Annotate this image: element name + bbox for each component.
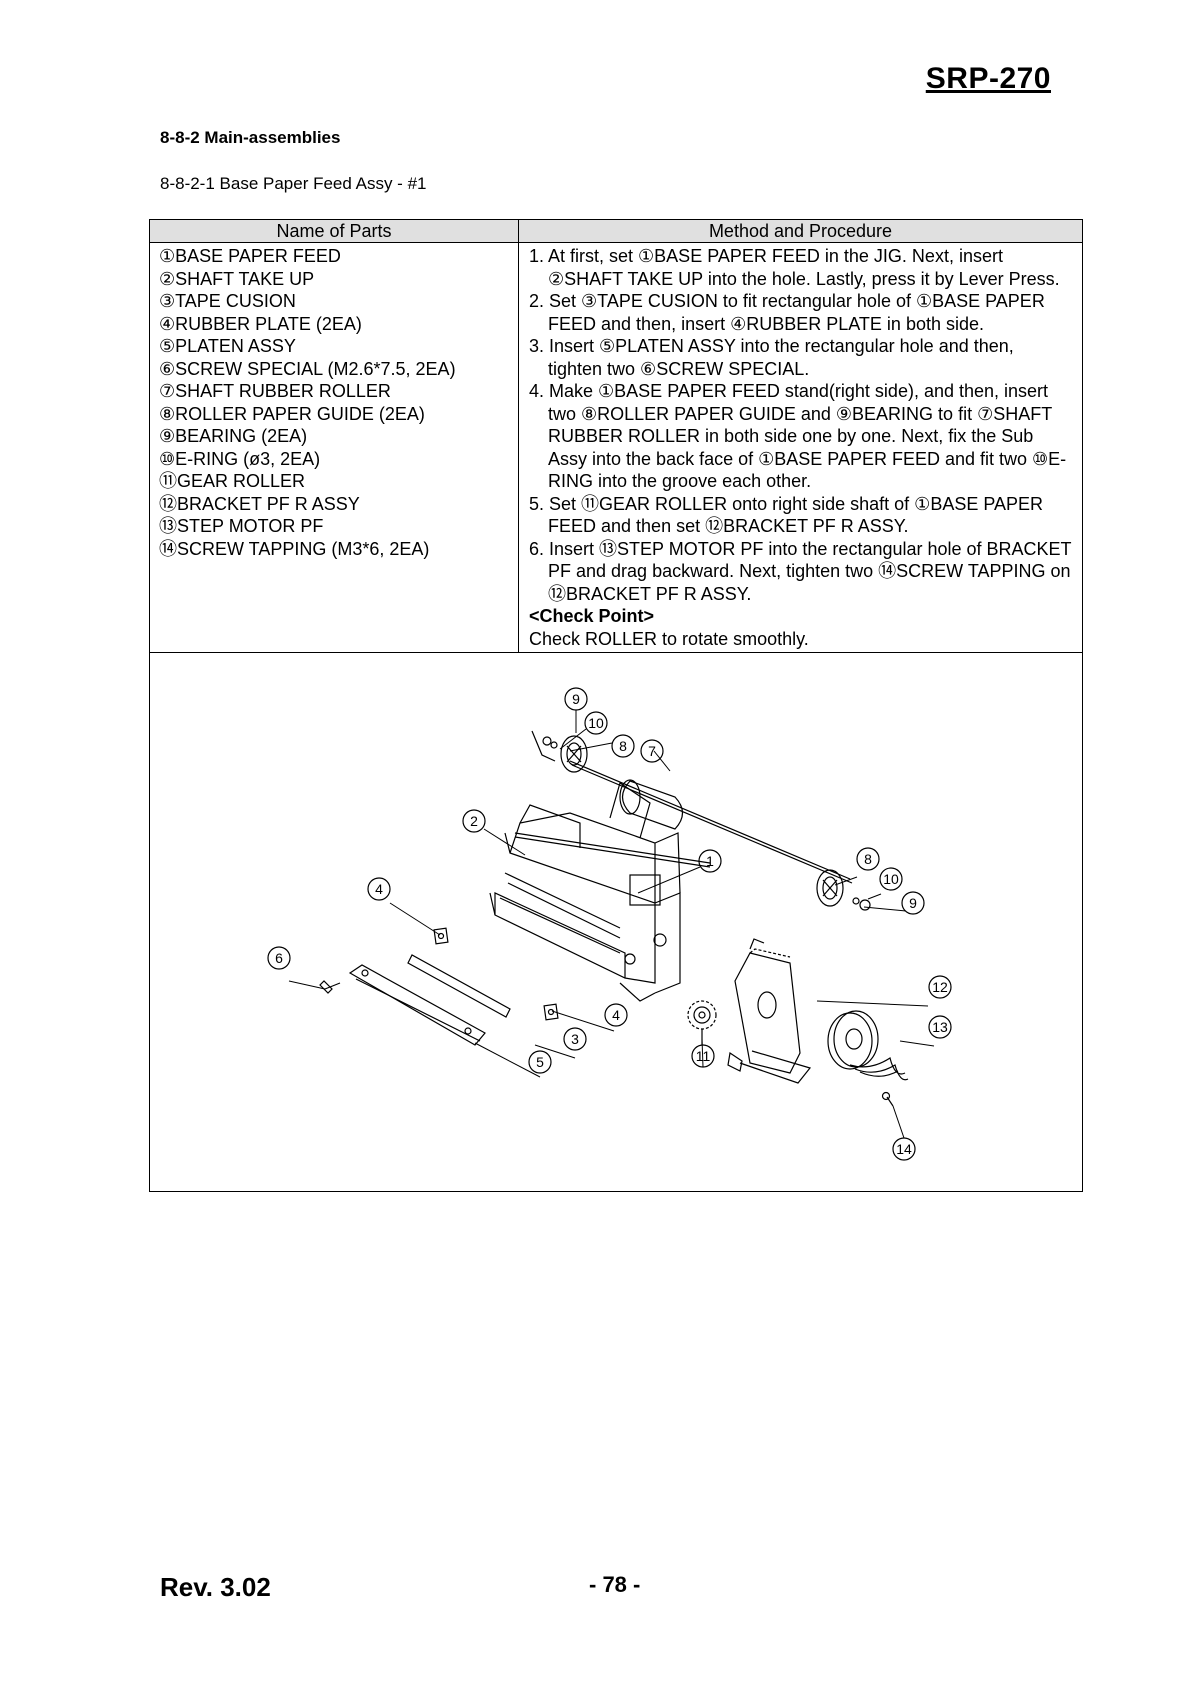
svg-text:9: 9	[909, 895, 917, 911]
col-header-procedure: Method and Procedure	[518, 219, 1083, 243]
screw-tapping	[881, 1091, 894, 1107]
part-item: ⑧ROLLER PAPER GUIDE (2EA)	[159, 403, 425, 424]
callout-11: 11	[691, 1044, 715, 1068]
part-item: ⑫BRACKET PF R ASSY	[159, 493, 360, 514]
bracket-pf-r-assy	[727, 938, 812, 1084]
revision-label: Rev. 3.02	[160, 1572, 271, 1602]
callout-3: 3	[563, 1027, 587, 1051]
tape-cusion	[407, 954, 511, 1018]
callout-14: 14	[892, 1137, 916, 1161]
check-point-title: <Check Point>	[529, 606, 655, 626]
svg-text:11: 11	[696, 1048, 711, 1064]
svg-text:8: 8	[864, 851, 872, 867]
svg-text:1: 1	[706, 853, 714, 869]
svg-text:8: 8	[619, 738, 627, 754]
svg-text:12: 12	[932, 979, 948, 995]
callout-1: 1	[698, 849, 722, 873]
callout-6: 6	[267, 946, 291, 970]
part-item: ⑪GEAR ROLLER	[159, 471, 306, 491]
procedure-step: 5. Set ⑪GEAR ROLLER onto right side shaf…	[529, 493, 1044, 537]
svg-text:6: 6	[275, 950, 283, 966]
callout-13: 13	[928, 1015, 952, 1039]
model-title: SRP-270	[925, 62, 1051, 95]
callout-8-right: 8	[856, 847, 880, 871]
svg-text:2: 2	[470, 813, 478, 829]
assembly-table: Name of Parts Method and Procedure ①BASE…	[149, 219, 1083, 1192]
diagram-cell: 9 10 8 7 2 1 8 10 9 4 6 12 4 13 3 11 5	[149, 652, 1083, 1192]
callout-5: 5	[528, 1050, 552, 1074]
section-subheading: 8-8-2-1 Base Paper Feed Assy - #1	[160, 174, 427, 193]
part-item: ⑥SCREW SPECIAL (M2.6*7.5, 2EA)	[159, 358, 456, 379]
leader-lines	[288, 710, 935, 1139]
procedure-step: 2. Set ③TAPE CUSION to fit rectangular h…	[529, 291, 1045, 334]
part-item: ⑭SCREW TAPPING (M3*6, 2EA)	[159, 538, 430, 559]
check-point-text: Check ROLLER to rotate smoothly.	[529, 628, 809, 649]
svg-text:4: 4	[375, 881, 383, 897]
callouts: 9 10 8 7 2 1 8 10 9 4 6 12 4 13 3 11 5	[267, 687, 952, 1161]
part-item: ⑨BEARING (2EA)	[159, 426, 308, 446]
parts-list: ①BASE PAPER FEED ②SHAFT TAKE UP ③TAPE CU…	[150, 243, 518, 560]
platen-assy	[348, 964, 486, 1046]
callout-2: 2	[462, 809, 486, 833]
callout-4-left: 4	[367, 877, 391, 901]
roller-guide-right	[816, 869, 871, 911]
procedure-list: 1. At first, set ①BASE PAPER FEED in the…	[519, 243, 1082, 605]
callout-9-top: 9	[564, 687, 588, 711]
svg-text:3: 3	[571, 1031, 579, 1047]
svg-text:9: 9	[572, 691, 580, 707]
gear-roller	[687, 1000, 717, 1045]
procedure-step: 1. At first, set ①BASE PAPER FEED in the…	[529, 246, 1060, 289]
svg-text:10: 10	[883, 871, 899, 887]
part-item: ④RUBBER PLATE (2EA)	[159, 313, 362, 334]
roller-guide-left	[531, 730, 588, 773]
procedure-step: 4. Make ①BASE PAPER FEED stand(right sid…	[529, 381, 1067, 491]
svg-text:7: 7	[648, 743, 656, 759]
callout-8-top: 8	[611, 734, 635, 758]
svg-text:10: 10	[588, 715, 604, 731]
callout-9-right: 9	[901, 891, 925, 915]
part-item: ⑩E-RING (ø3, 2EA)	[159, 448, 321, 469]
part-item: ⑦SHAFT RUBBER ROLLER	[159, 381, 391, 401]
callout-10-top: 10	[584, 711, 608, 735]
screw-special	[319, 980, 341, 994]
procedure-step: 3. Insert ⑤PLATEN ASSY into the rectangu…	[529, 336, 1014, 379]
rubber-plate-left	[433, 927, 449, 945]
section-heading: 8-8-2 Main-assemblies	[160, 128, 341, 147]
svg-text:14: 14	[896, 1141, 912, 1157]
svg-text:5: 5	[536, 1054, 544, 1070]
callout-4-right: 4	[604, 1003, 628, 1027]
callout-10-right: 10	[879, 867, 903, 891]
base-paper-feed	[489, 782, 681, 1002]
col-header-parts: Name of Parts	[149, 219, 519, 243]
part-item: ⑬STEP MOTOR PF	[159, 516, 324, 536]
callout-12: 12	[928, 975, 952, 999]
shaft-take-up	[514, 832, 711, 868]
rubber-plate-right	[543, 1003, 559, 1021]
parts-cell: ①BASE PAPER FEED ②SHAFT TAKE UP ③TAPE CU…	[149, 242, 519, 653]
part-item: ①BASE PAPER FEED	[159, 246, 341, 266]
callout-7: 7	[640, 739, 664, 763]
part-item: ③TAPE CUSION	[159, 291, 296, 311]
svg-text:13: 13	[932, 1019, 948, 1035]
part-item: ②SHAFT TAKE UP	[159, 268, 315, 289]
page-number: - 78 -	[589, 1572, 641, 1597]
step-motor-pf	[827, 1010, 909, 1081]
procedure-step: 6. Insert ⑬STEP MOTOR PF into the rectan…	[529, 538, 1072, 604]
procedure-cell: 1. At first, set ①BASE PAPER FEED in the…	[518, 242, 1083, 653]
svg-text:4: 4	[612, 1007, 620, 1023]
exploded-assembly-diagram: 9 10 8 7 2 1 8 10 9 4 6 12 4 13 3 11 5	[267, 687, 952, 1161]
shaft-rubber-roller	[569, 760, 853, 884]
part-item: ⑤PLATEN ASSY	[159, 336, 296, 356]
